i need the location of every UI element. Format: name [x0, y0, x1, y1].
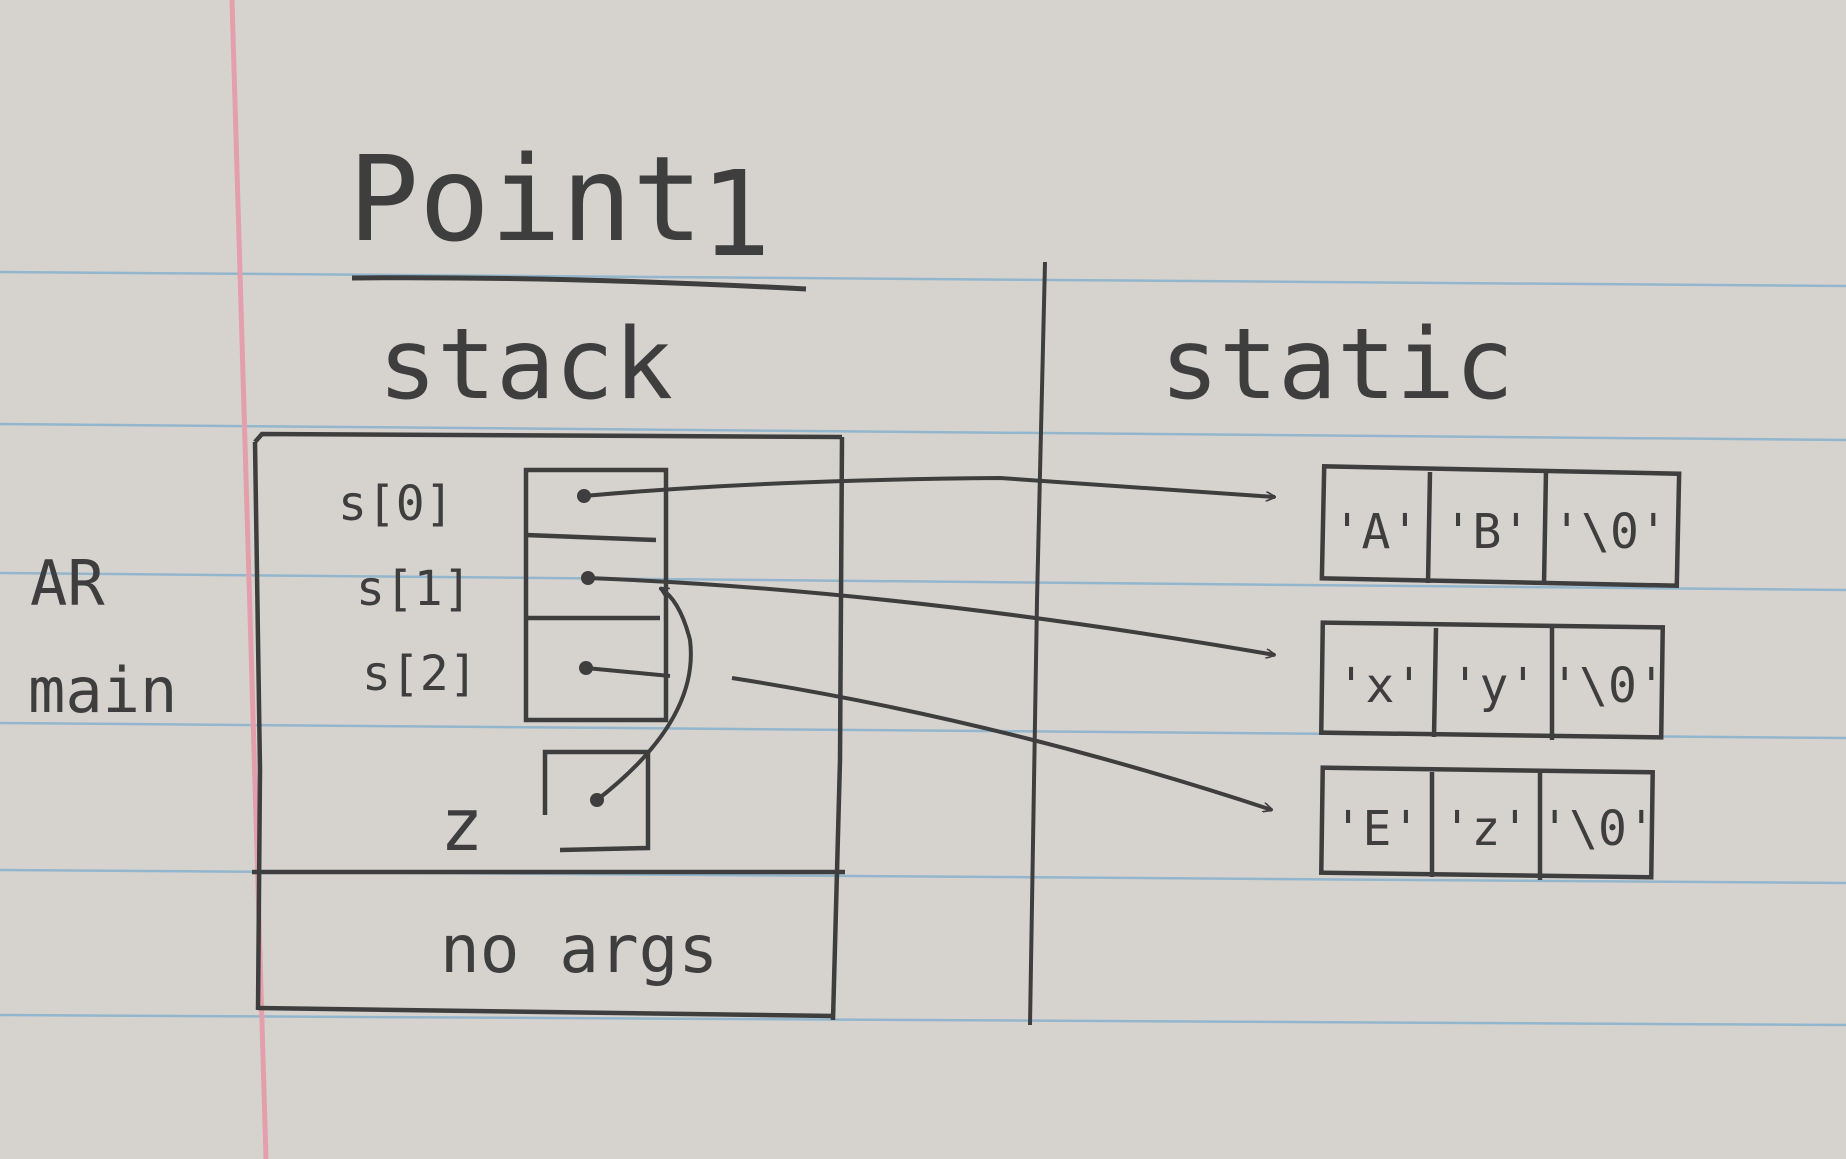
static-array-2	[1318, 765, 1655, 880]
frame-bottom-edge	[257, 1005, 835, 1019]
stack-cell-label: s[2]	[362, 646, 478, 702]
static-char: '\0'	[1550, 658, 1666, 714]
rule-line	[0, 270, 1846, 288]
stack-cell-label: s[0]	[338, 476, 454, 532]
stack-heading: stack	[378, 308, 673, 422]
static-char: '\0'	[1540, 801, 1656, 857]
stack-cell-label: s[1]	[356, 561, 472, 617]
static-char: 'E'	[1334, 801, 1421, 857]
static-array-box	[1318, 765, 1655, 880]
static-array-box	[1319, 464, 1682, 589]
static-array-divider	[1425, 471, 1433, 584]
diagram-title: Point	[348, 130, 703, 268]
activation-record-frame	[252, 431, 845, 1021]
static-char: 'x'	[1337, 658, 1424, 714]
static-char: '\0'	[1552, 504, 1668, 560]
rule-line	[0, 1013, 1846, 1027]
frame-label-ar: AR	[30, 547, 105, 620]
args-label: no args	[440, 911, 718, 988]
static-array-divider	[1431, 627, 1439, 738]
pointer-arrow-s1	[587, 576, 1275, 655]
frame-label-main: main	[28, 654, 177, 727]
frame-left-edge	[252, 441, 263, 1011]
static-char: 'z'	[1443, 801, 1530, 857]
static-array-box	[1318, 620, 1666, 740]
static-array-divider	[1541, 469, 1549, 586]
static-char: 'A'	[1333, 504, 1420, 560]
rule-line	[0, 571, 1846, 592]
static-char: 'B'	[1444, 504, 1531, 560]
stack-cell-divider	[525, 532, 657, 543]
rule-line	[0, 422, 1846, 442]
diagram-title-number: 1	[700, 145, 771, 283]
static-array-0	[1319, 464, 1682, 589]
static-array-1	[1318, 620, 1666, 740]
frame-top-edge	[253, 431, 843, 444]
static-heading: static	[1160, 308, 1514, 422]
pointer-var-label: z	[440, 783, 483, 867]
frame-right-edge	[830, 436, 845, 1021]
region-divider	[1028, 261, 1047, 1026]
static-char: 'y'	[1451, 658, 1538, 714]
pointer-arrow-s0	[583, 475, 1275, 497]
title-underline	[351, 275, 807, 292]
pointer-arrow-s2	[585, 666, 1272, 810]
pointer-arrow-z	[595, 586, 693, 802]
